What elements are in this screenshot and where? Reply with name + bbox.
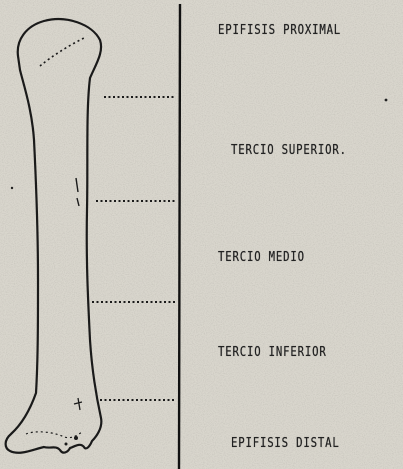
label-tercio-medio: TERCIO MEDIO bbox=[218, 251, 305, 264]
label-tercio-inferior: TERCIO INFERIOR bbox=[218, 346, 327, 359]
vertical-divider bbox=[179, 4, 180, 469]
speck bbox=[385, 99, 388, 102]
label-epifisis-proximal: EPIFISIS PROXIMAL bbox=[218, 24, 341, 37]
distal-dot-small bbox=[65, 443, 68, 446]
label-epifisis-distal: EPIFISIS DISTAL bbox=[231, 437, 340, 450]
distal-dot bbox=[74, 436, 78, 440]
label-tercio-superior: TERCIO SUPERIOR. bbox=[231, 144, 347, 157]
speck bbox=[11, 187, 13, 189]
